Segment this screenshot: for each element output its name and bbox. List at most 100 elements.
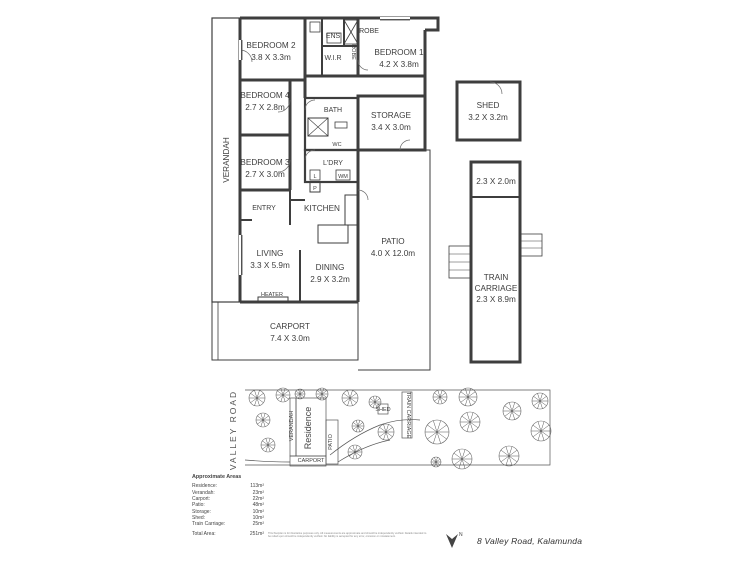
area-label: Patio: <box>192 502 205 509</box>
site-residence-label: Residence <box>303 407 313 450</box>
site-train-label: TRAIN CARRIAGE <box>405 392 411 439</box>
areas-heading: Approximate Areas <box>192 474 242 480</box>
robe-label: ROBE <box>359 28 379 35</box>
area-label: Train Carriage: <box>192 521 226 528</box>
area-value: 48m² <box>252 502 264 509</box>
tree-icon <box>260 437 276 453</box>
wir-label: W.I.R <box>324 55 341 62</box>
storage-label: STORAGE <box>371 111 411 120</box>
bedroom2-label: BEDROOM 2 <box>246 41 296 50</box>
heater-label: HEATER <box>261 292 283 298</box>
area-label: Verandah: <box>192 489 215 496</box>
train-small-dims: 2.3 X 2.0m <box>476 177 516 186</box>
l-label: L <box>313 174 316 180</box>
tree-icon <box>430 456 442 468</box>
bath-label: BATH <box>324 107 342 114</box>
tree-icon <box>530 420 552 442</box>
carport-dims: 7.4 X 3.0m <box>270 334 310 343</box>
disclaimer-text: This floorplan is for illustrative purpo… <box>268 532 427 539</box>
tree-icon <box>424 419 450 445</box>
tree-icon <box>248 389 266 407</box>
area-value: 113m² <box>250 483 264 490</box>
windows <box>239 17 410 275</box>
approximate-areas-table: Approximate Areas Residence: 113m² Verand… <box>192 474 264 537</box>
wc-label: WC <box>332 142 341 148</box>
area-label: Residence: <box>192 483 218 490</box>
train-dims: 2.3 X 8.9m <box>476 295 516 304</box>
area-row-verandah: Verandah: 23m² <box>192 490 264 496</box>
valley-road-label: VALLEY ROAD <box>228 390 238 470</box>
bedroom4-label: BEDROOM 4 <box>240 91 290 100</box>
ensuite-fixtures <box>309 19 359 45</box>
tree-icon <box>368 395 382 409</box>
tree-icon <box>351 419 365 433</box>
area-label: Shed: <box>192 515 206 522</box>
train-label-2: CARRIAGE <box>475 284 518 293</box>
area-value: 23m² <box>252 489 264 496</box>
area-total-label: Total Area: <box>192 530 216 537</box>
train-label-1: TRAIN <box>484 273 509 282</box>
storage-dims: 3.4 X 3.0m <box>371 123 411 132</box>
shed-outline <box>455 80 522 142</box>
area-value: 10m² <box>252 508 264 515</box>
area-value: 25m² <box>252 521 264 528</box>
tree-icon <box>531 392 549 410</box>
ens-label: ENS <box>326 33 341 40</box>
tree-icon <box>341 389 359 407</box>
area-row-train: Train Carriage: 25m² <box>192 521 264 527</box>
tree-icon <box>315 387 329 401</box>
shed-dims: 3.2 X 3.2m <box>468 113 508 122</box>
north-label: N <box>459 532 463 538</box>
door-swings <box>239 49 411 201</box>
tree-icon <box>502 401 522 421</box>
bedroom3-dims: 2.7 X 3.0m <box>245 170 285 179</box>
site-patio-label: PATIO <box>328 433 334 449</box>
living-dims: 3.3 X 5.9m <box>250 261 290 270</box>
robe-small-label: ROBE <box>350 44 356 60</box>
tree-icon <box>432 389 448 405</box>
tree-icon <box>347 444 363 460</box>
patio-label: PATIO <box>381 237 404 246</box>
tree-icon <box>458 387 478 407</box>
bedroom1-label: BEDROOM 1 <box>374 48 424 57</box>
area-row-carport: Carport:22m² <box>192 496 264 502</box>
tree-icon <box>275 387 291 403</box>
living-label: LIVING <box>257 249 284 258</box>
property-address: 8 Valley Road, Kalamunda <box>477 536 583 546</box>
tree-icon <box>255 412 271 428</box>
area-row-storage: Storage: 10m² <box>192 509 264 515</box>
site-trees <box>248 387 552 470</box>
tree-icon <box>459 411 481 433</box>
area-row-residence: Residence: 113m² <box>192 483 264 489</box>
tree-icon <box>498 445 520 467</box>
pantry-label: P <box>313 186 317 192</box>
bedroom3-label: BEDROOM 3 <box>240 158 290 167</box>
tree-icon <box>377 423 395 441</box>
tree-icon <box>294 388 306 400</box>
bedroom4-dims: 2.7 X 2.8m <box>245 103 285 112</box>
north-arrow-icon: N <box>446 532 463 548</box>
area-label: Storage: <box>192 508 211 515</box>
area-row-shed: Shed: 10m² <box>192 515 264 521</box>
area-total-value: 251m² <box>249 530 264 537</box>
entry-label: ENTRY <box>252 205 276 212</box>
carport-label: CARPORT <box>270 322 310 331</box>
area-label: Carport: <box>192 496 211 503</box>
kitchen-label: KITCHEN <box>304 204 340 213</box>
site-verandah-label: VERANDAH <box>289 411 295 442</box>
tree-icon <box>451 448 473 470</box>
shed-label: SHED <box>477 101 500 110</box>
area-row-total: Total Area: 251m² <box>192 531 264 537</box>
area-row-patio: Patio: 48m² <box>192 502 264 508</box>
train-carriage-outline <box>448 160 543 364</box>
site-carport-label: CARPORT <box>298 458 325 464</box>
dining-dims: 2.9 X 3.2m <box>310 275 350 284</box>
house-outline <box>211 16 440 371</box>
bedroom1-dims: 4.2 X 3.8m <box>379 60 419 69</box>
site-plan: VALLEY ROAD VERANDAH Residence PATIO CAR… <box>228 387 552 470</box>
wm-label: WM <box>338 174 348 180</box>
site-shed-label: SHED <box>375 407 390 413</box>
verandah-label: VERANDAH <box>222 137 231 183</box>
area-value: 10m² <box>252 515 264 522</box>
